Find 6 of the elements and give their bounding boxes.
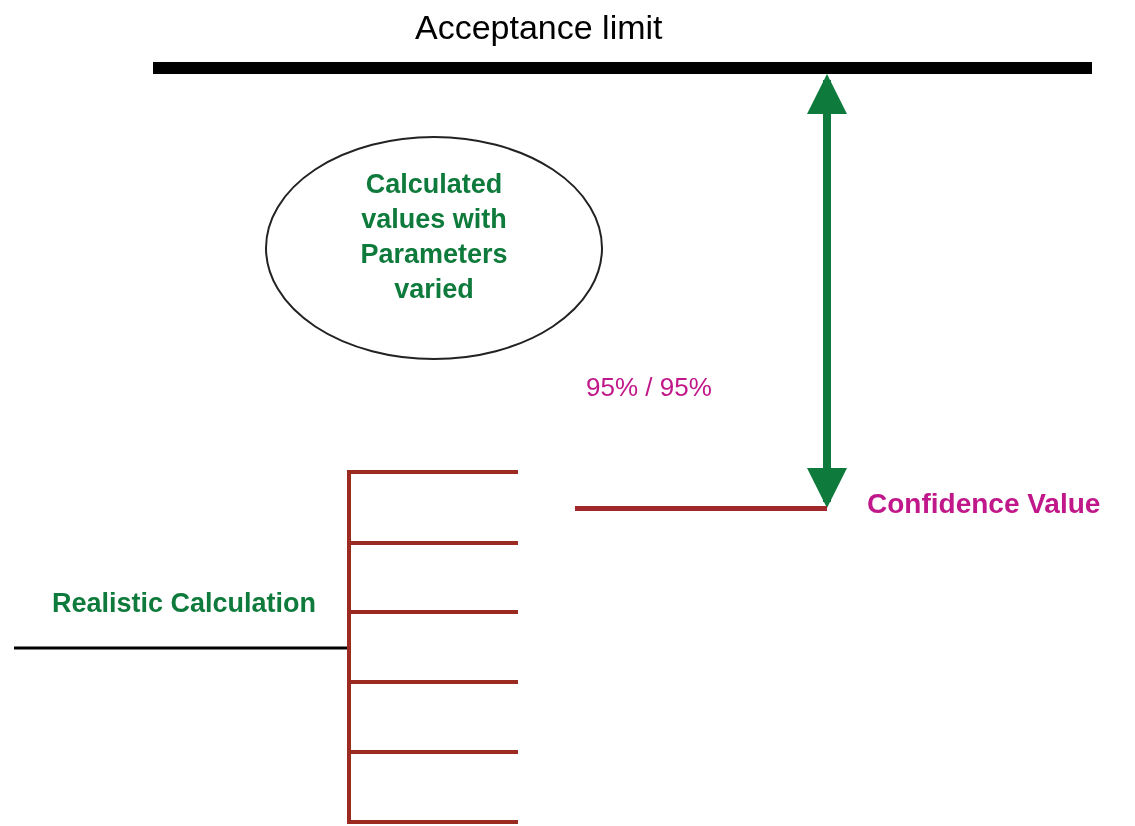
ratio-label: 95% / 95%	[586, 372, 712, 403]
double-arrow	[807, 74, 847, 508]
confidence-label: Confidence Value	[867, 488, 1101, 520]
ellipse-label: Calculated values with Parameters varied	[359, 168, 509, 306]
calculation-label: Realistic Calculation	[52, 588, 317, 619]
limit-label: Acceptance limit	[415, 8, 663, 47]
